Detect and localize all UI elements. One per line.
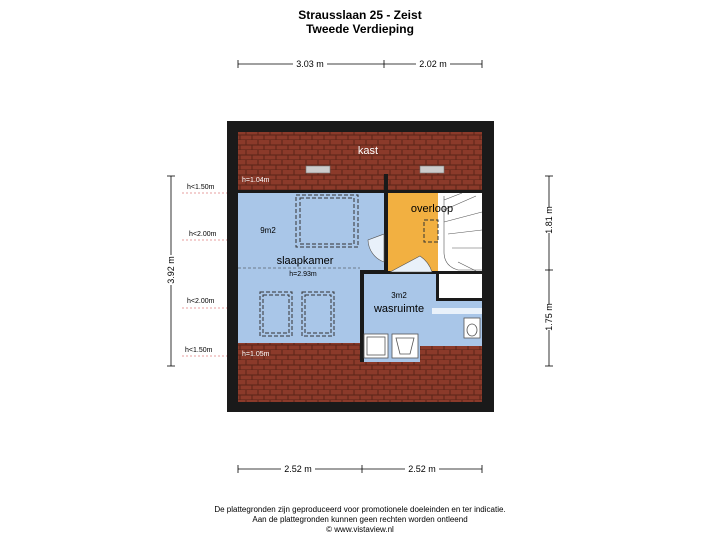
dim-top-right-text: 2.02 m bbox=[419, 59, 447, 69]
label-overloop: overloop bbox=[411, 203, 453, 215]
roof-strip-right bbox=[388, 174, 482, 191]
label-kast: kast bbox=[358, 145, 378, 157]
room-overloop bbox=[388, 193, 438, 271]
washing-machine-icon bbox=[363, 333, 389, 359]
stair-opening bbox=[438, 271, 482, 301]
toilet-icon bbox=[463, 317, 481, 339]
roof-lower-right bbox=[420, 346, 482, 362]
interior-walls bbox=[238, 174, 482, 362]
stairs bbox=[438, 193, 482, 271]
room-slaapkamer-lower bbox=[238, 338, 360, 346]
label-wasruimte: wasruimte bbox=[373, 303, 424, 315]
label-slaapkamer-area: 9m2 bbox=[260, 226, 276, 235]
plan-title: Strausslaan 25 - Zeist bbox=[298, 8, 422, 22]
roof-windows bbox=[259, 194, 439, 337]
wasruimte-window bbox=[432, 308, 482, 314]
height-label-4: h<1.50m bbox=[185, 347, 213, 354]
label-height-top: h=1.04m bbox=[242, 177, 270, 184]
copyright-line: © www.vistaview.nl bbox=[326, 525, 394, 534]
label-ceiling-height: h=2.93m bbox=[289, 271, 317, 278]
dimension-right bbox=[545, 175, 553, 367]
skylight-markers bbox=[305, 165, 445, 174]
height-label-2: h<2.00m bbox=[189, 231, 217, 238]
dim-right-upper-text: 1.81 m bbox=[544, 206, 554, 234]
plan-subtitle: Tweede Verdieping bbox=[306, 22, 414, 36]
height-label-1: h<1.50m bbox=[187, 184, 215, 191]
dim-bottom-left-text: 2.52 m bbox=[284, 464, 312, 474]
roof-lower-left bbox=[238, 343, 360, 362]
disclaimer-line-1: De plattegronden zijn geproduceerd voor … bbox=[214, 505, 506, 514]
roof-bottom bbox=[238, 362, 482, 402]
room-slaapkamer bbox=[238, 193, 384, 338]
label-wasruimte-area: 3m2 bbox=[391, 291, 407, 300]
label-height-bottom: h=1.05m bbox=[242, 351, 270, 358]
dim-left-text: 3.92 m bbox=[166, 256, 176, 284]
height-label-3: h<2.00m bbox=[187, 298, 215, 305]
dim-top-left-text: 3.03 m bbox=[296, 59, 324, 69]
roof-strip-left bbox=[238, 174, 384, 191]
dryer-icon bbox=[391, 333, 419, 359]
height-guides bbox=[182, 192, 238, 357]
door-swings bbox=[367, 233, 433, 273]
stairs-steps bbox=[443, 192, 483, 272]
dim-bottom-right-text: 2.52 m bbox=[408, 464, 436, 474]
disclaimer-line-2: Aan de plattegronden kunnen geen rechten… bbox=[252, 515, 468, 524]
label-slaapkamer: slaapkamer bbox=[277, 255, 334, 267]
dimension-bottom bbox=[237, 465, 483, 473]
dim-right-lower-text: 1.75 m bbox=[544, 303, 554, 331]
